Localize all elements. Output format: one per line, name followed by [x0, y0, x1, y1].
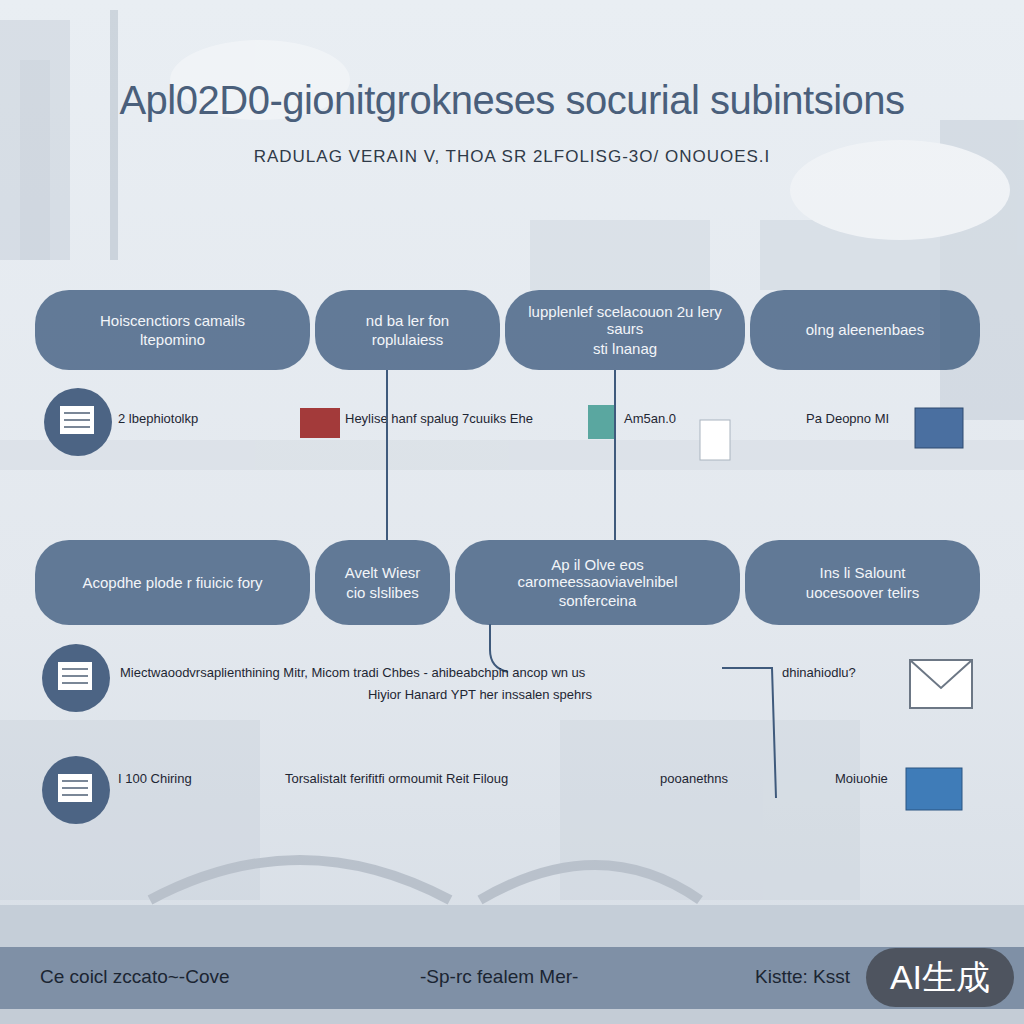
document-lines: [64, 413, 90, 427]
icon-circle: [42, 644, 110, 712]
node-text: sti lnanag: [593, 340, 657, 357]
text-label: Hiyior Hanard YPT her inssalen spehrs: [300, 688, 660, 703]
leader-line: [490, 624, 508, 672]
text-label: Am5an.0: [624, 412, 714, 427]
node-text: olng aleenenbaes: [806, 321, 924, 338]
pill-box: Hoiscenctiors camails ltepomino: [35, 290, 310, 370]
text-label: Ce coicl zccato~-Cove: [40, 966, 300, 988]
document-lines: [62, 669, 88, 683]
faded-buildings: [0, 10, 1024, 900]
leader-lines: [490, 624, 776, 798]
building: [530, 220, 710, 290]
node-text: ltepomino: [140, 331, 205, 348]
text-label: Heylise hanf spalug 7cuuiks Ehe: [345, 412, 585, 427]
node-text: cio slslibes: [346, 584, 419, 601]
pill-box: Acopdhe plode r fiuicic fory: [35, 540, 310, 625]
connector-line: [614, 370, 616, 540]
text-label: dhinahiodlu?: [782, 666, 902, 681]
building: [0, 20, 70, 260]
diagram-title: Apl02D0-gionitgrokneses socurial subints…: [20, 78, 1004, 123]
pill-box: lupplenlef scelacouon 2u lery saurs sti l…: [505, 290, 745, 370]
text-label: Moiuohie: [835, 772, 905, 787]
node-text: lupplenlef scelacouon 2u lery saurs: [521, 303, 729, 338]
footer-edge: [0, 1009, 1024, 1024]
envelope-flap: [910, 660, 972, 688]
node-text: nd ba ler fon: [366, 312, 449, 329]
small-illustration: [588, 405, 616, 439]
document-icon: [58, 774, 92, 802]
text-label: Miectwaoodvrsaplienthining Mitr, Micom t…: [120, 666, 730, 681]
small-illustration: [300, 408, 340, 438]
pill-box: Ins li Salount uocesoover telirs: [745, 540, 980, 625]
node-text: roplulaiess: [372, 331, 444, 348]
icon-circle: [44, 388, 112, 456]
icon-circle: [42, 756, 110, 824]
box-icon: [906, 768, 962, 810]
leader-line: [722, 668, 776, 798]
building: [560, 720, 860, 900]
node-text: Avelt Wiesr: [345, 564, 421, 581]
envelope-icon: [910, 660, 972, 708]
balcony: [0, 440, 1024, 470]
connector-line: [386, 370, 388, 540]
footer-band: [0, 947, 1024, 1009]
text-label: 2 lbephiotolkp: [118, 412, 248, 427]
document-icon: [58, 662, 92, 690]
pill-box: Avelt Wiesr cio slslibes: [315, 540, 450, 625]
building: [20, 60, 50, 260]
box-icon: [915, 408, 963, 448]
text-label: -Sp-rc fealem Mer-: [420, 966, 640, 988]
node-text: Ins li Salount: [820, 564, 906, 581]
small-illustration: [700, 420, 730, 460]
node-text: Ap il Olve eos caromeessaoviavelnibel: [471, 556, 724, 591]
bench-arcs: [150, 860, 700, 900]
subtitle: RADULAG VERAIN V, THOA SR 2LFOLISG-3O/ O…: [30, 147, 994, 167]
text-label: pooanethns: [660, 772, 770, 787]
node-text: sonferceina: [559, 592, 637, 609]
node-text: uocesoover telirs: [806, 584, 919, 601]
text-label: Pa Deopno MI: [806, 412, 914, 427]
pill-box: olng aleenenbaes: [750, 290, 980, 370]
lamp-post: [110, 10, 118, 260]
footer-light-band: [0, 905, 1024, 947]
pill-box: Ap il Olve eos caromeessaoviavelnibelson…: [455, 540, 740, 625]
pill-box: nd ba ler fon roplulaiess: [315, 290, 500, 370]
document-icon: [60, 406, 94, 434]
node-text: Hoiscenctiors camails: [100, 312, 245, 329]
text-label: I 100 Chiring: [118, 772, 248, 787]
cloud: [790, 140, 1010, 240]
node-text: Acopdhe plode r fiuicic fory: [82, 574, 262, 591]
text-label: Torsalistalt ferifitfi ormoumit Reit Fil…: [285, 772, 605, 787]
watermark: AI生成: [866, 948, 1014, 1007]
document-lines: [62, 781, 88, 795]
